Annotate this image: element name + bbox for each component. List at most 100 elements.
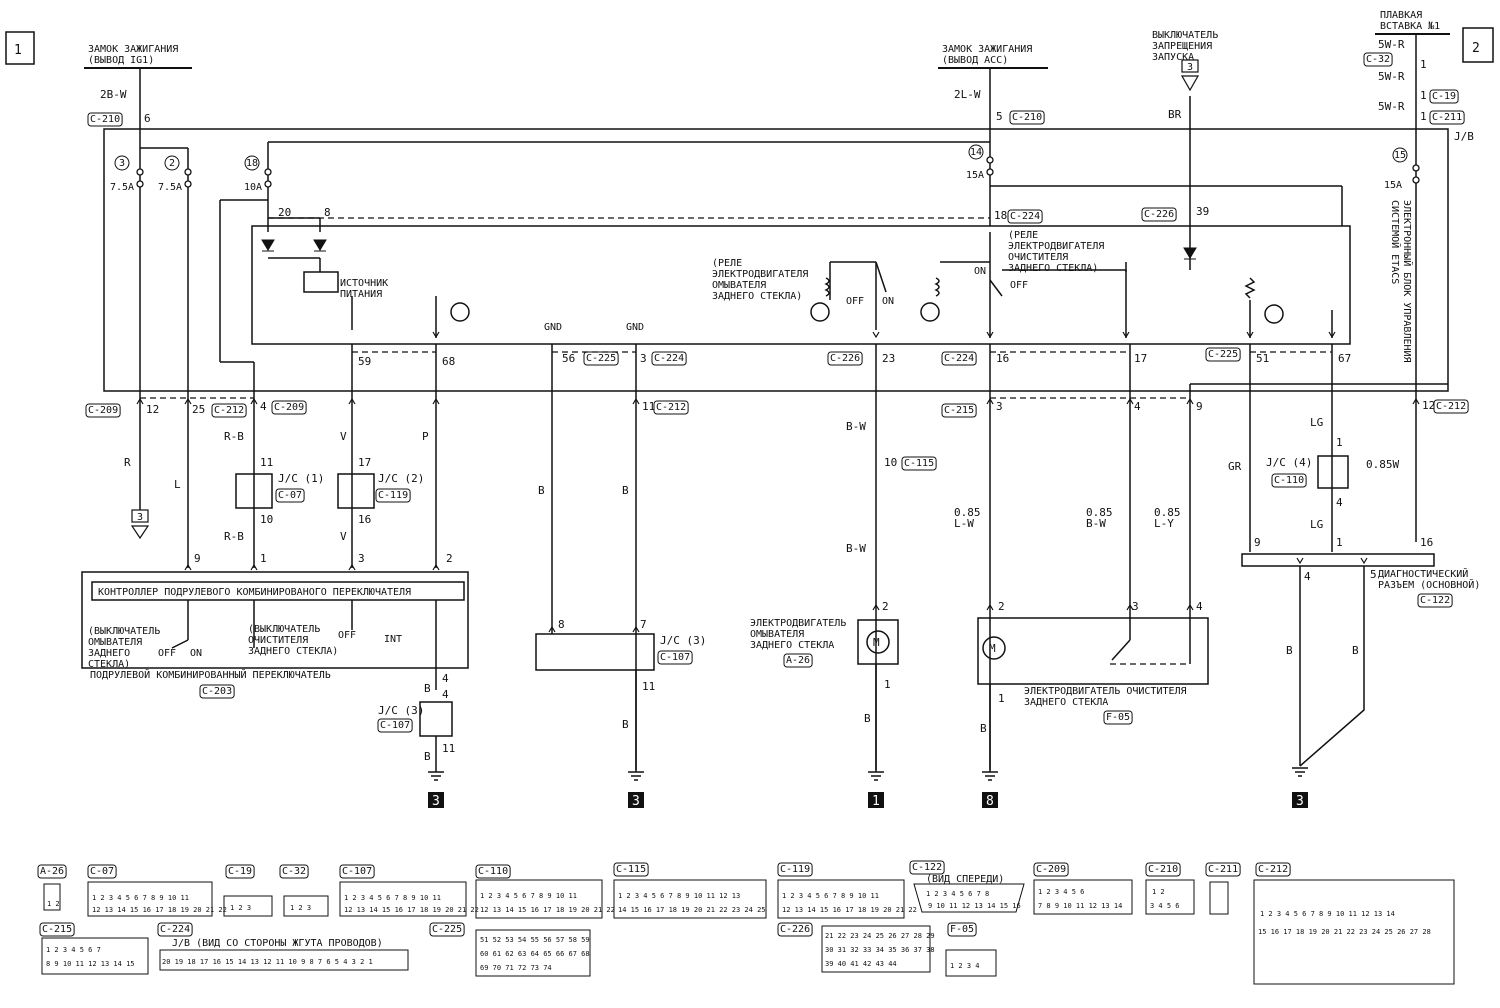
pins-c07-2: 12 13 14 15 16 17 18 19 20 21 22: [92, 906, 227, 914]
washer-motor-m: M: [873, 636, 880, 649]
view-c211: C-211: [1208, 864, 1238, 875]
controller-box: [81, 571, 469, 669]
conn-c225-a: C-225: [586, 353, 616, 364]
conn-c07: C-07: [278, 490, 302, 501]
fuse-18: 18: [246, 158, 258, 169]
diag-connector: [1241, 553, 1435, 567]
pins-c107-1: 1 2 3 4 5 6 7 8 9 10 11: [344, 894, 441, 902]
view-c110: C-110: [478, 866, 508, 877]
conn-c224-a: C-224: [1010, 211, 1040, 222]
pin-23: 23: [882, 352, 895, 365]
ground-symbol-1: [428, 771, 444, 781]
connector-tag-box: [1103, 710, 1133, 725]
pins-c119-1: 1 2 3 4 5 6 7 8 9 10 11: [782, 892, 879, 900]
connector-tag-box: [651, 351, 687, 366]
conn-c110: C-110: [1274, 475, 1304, 486]
wire-lg-b: LG: [1310, 518, 1323, 531]
pin-5-b: 5: [1370, 568, 1377, 581]
connector-tag-box: [1145, 862, 1181, 877]
sheet-1-box: [5, 31, 35, 65]
view-jb: J/B (ВИД СО СТОРОНЫ ЖГУТА ПРОВОДОВ): [172, 938, 383, 949]
connector-tag-box: [211, 403, 247, 418]
ig1-label: ЗАМОК ЗАЖИГАНИЯ(ВЫВОД IG1): [88, 44, 178, 66]
conn-c212-a: C-212: [214, 405, 244, 416]
pin-16-c: 16: [1420, 536, 1433, 549]
ground-symbol-4: [982, 771, 998, 781]
connector-tag-box: [613, 862, 649, 877]
wire-b-6: B: [864, 712, 871, 725]
conn-c32: C-32: [1366, 54, 1390, 65]
fuse-amp-3: 10A: [244, 182, 262, 193]
view-c226: C-226: [780, 924, 810, 935]
relay-on-1: ON: [882, 296, 894, 307]
power-source-block: [303, 271, 339, 293]
pins-c115-1: 1 2 3 4 5 6 7 8 9 10 11 12 13: [618, 892, 740, 900]
view-c212: C-212: [1258, 864, 1288, 875]
pin-1-h: 1: [998, 692, 1005, 705]
pin-5: 5: [996, 110, 1003, 123]
pin-56: 56: [562, 352, 575, 365]
pin-39: 39: [1196, 205, 1209, 218]
connector-tag-box: [339, 864, 375, 879]
pin-4-b: 4: [1134, 400, 1141, 413]
pin-2-b: 2: [882, 600, 889, 613]
pin-3-b: 3: [996, 400, 1003, 413]
conn-c210-b: C-210: [1012, 112, 1042, 123]
pin-6: 6: [144, 112, 151, 125]
pins-c122-1: 1 2 3 4 5 6 7 8: [926, 890, 989, 898]
connector-tag-box: [1429, 110, 1465, 125]
wire-b-1: B: [538, 484, 545, 497]
fuse-14: 14: [970, 147, 982, 158]
pins-c226-1: 21 22 23 24 25 26 27 28 29: [825, 932, 935, 940]
gnd-label-1: GND: [544, 322, 562, 333]
conn-c107-a: C-107: [380, 720, 410, 731]
controller-off-1: OFF: [158, 648, 176, 659]
connector-tag-box: [653, 400, 689, 415]
connector-tag-box: [1033, 862, 1069, 877]
gnd-label-2: GND: [626, 322, 644, 333]
connector-tag-box: [777, 862, 813, 877]
fuse-amp-2: 7.5A: [158, 182, 182, 193]
view-c215: C-215: [42, 924, 72, 935]
view-c32: C-32: [282, 866, 306, 877]
pin-11-a: 11: [642, 400, 655, 413]
pins-c110-1: 1 2 3 4 5 6 7 8 9 10 11: [480, 892, 577, 900]
view-f05: F-05: [950, 924, 974, 935]
jc1-box: [235, 473, 273, 509]
wire-2lw: 2L-W: [954, 88, 981, 101]
acc-label: ЗАМОК ЗАЖИГАНИЯ(ВЫВОД ACC): [942, 44, 1032, 66]
pin-4-e: 4: [1196, 600, 1203, 613]
pins-c210-2: 3 4 5 6: [1150, 902, 1180, 910]
ground-ref-2: 3: [632, 794, 640, 809]
controller-on-1: ON: [190, 648, 202, 659]
pin-3-c: 3: [358, 552, 365, 565]
etacs-unit: [251, 225, 1351, 345]
pins-c209-2: 7 8 9 10 11 12 13 14: [1038, 902, 1122, 910]
wire-r: R: [124, 456, 131, 469]
pins-a26: 1 2: [47, 900, 60, 908]
connector-tag-box: [1205, 862, 1241, 877]
pins-c226-3: 39 40 41 42 43 44: [825, 960, 897, 968]
pin-1-e: 1: [260, 552, 267, 565]
pins-f05: 1 2 3 4: [950, 962, 980, 970]
conn-c122: C-122: [1420, 595, 1450, 606]
connector-tag-box: [583, 351, 619, 366]
jb-label: J/B: [1454, 130, 1474, 143]
wire-gr: GR: [1228, 460, 1242, 473]
pin-9-b: 9: [194, 552, 201, 565]
connector-tag-box: [1141, 207, 1177, 222]
pin-67: 67: [1338, 352, 1351, 365]
pin-4-c: 4: [1336, 496, 1343, 509]
connector-tag-box: [941, 351, 977, 366]
view-c07: C-07: [90, 866, 114, 877]
pin-10-b: 10: [884, 456, 897, 469]
conn-c224-b: C-224: [654, 353, 684, 364]
view-c224: C-224: [160, 924, 190, 935]
pins-c209-1: 1 2 3 4 5 6: [1038, 888, 1084, 896]
